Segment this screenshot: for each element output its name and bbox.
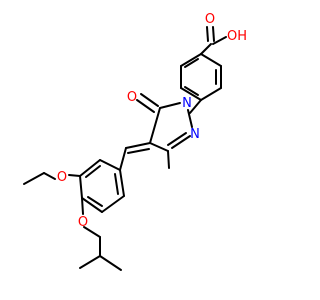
carbonyl-oxygen-label: O [127, 90, 137, 105]
isobutoxy-group [79, 197, 122, 271]
bond [119, 169, 125, 197]
ethoxy-oxygen-label: O [57, 170, 67, 185]
isobutoxy-oxygen-label: O [78, 215, 88, 230]
bond [200, 87, 222, 101]
pyrazole-n2-label: N [190, 127, 200, 142]
molecule-canvas: O OH O N N O O [23, 12, 247, 271]
acid-hydroxyl-label: OH [227, 29, 247, 44]
bond [180, 87, 202, 101]
bond-ch-ring [119, 147, 127, 171]
bond-c4-c3 [149, 142, 169, 152]
bond-c3-methyl [167, 150, 170, 169]
bond [99, 159, 121, 171]
bond-c5-c4 [149, 107, 161, 144]
acid-oxygen-label: O [205, 12, 215, 27]
bond-c5-o-a [140, 93, 159, 107]
bond-o-ch2 [83, 226, 101, 238]
bond-aromatic-inner [184, 58, 199, 68]
bond-ch-ch3-b [99, 255, 122, 271]
methylidene-bridge [119, 142, 151, 171]
bond-c3-n2-a [171, 135, 191, 149]
structural-formula: O OH O N N O O [23, 12, 247, 271]
bond-c-oh [212, 36, 227, 45]
bond-aromatic-inner [184, 86, 199, 96]
bond [101, 195, 125, 213]
pyrazolone-ring [136, 93, 193, 169]
bond-ch-ch3-a [79, 255, 101, 269]
bond-aromatic-inner [114, 173, 119, 195]
bond [79, 175, 83, 199]
ethoxy-group [23, 172, 81, 185]
bond-cooh-c-ring [200, 43, 212, 55]
bond-c5-o-b [136, 99, 155, 113]
bond-c3-n2-b [167, 132, 187, 146]
bond-n1-c5 [159, 102, 181, 109]
bond-ring-o-isobutoxy [81, 197, 84, 215]
bond [79, 159, 101, 177]
alkoxy-benzene-ring [79, 159, 125, 213]
bond [180, 53, 202, 67]
benzoic-ring [180, 53, 222, 114]
bond-aromatic-inner [85, 165, 101, 178]
carboxylic-acid-group [200, 26, 227, 55]
bond-ch2-ch3 [23, 172, 45, 185]
bond-c-o-double-a [206, 26, 209, 42]
bond-c-o-double-b [212, 26, 215, 42]
pyrazole-n1-label: N [182, 96, 192, 111]
bond-ring-o-ethoxy [68, 174, 81, 177]
bond-aromatic-inner [87, 196, 103, 207]
bond-o-ch2 [43, 172, 56, 180]
bond-n2-n1 [187, 109, 193, 128]
atom-labels: O OH O N N O O [57, 12, 247, 230]
bond-exocyclic-double-b [127, 148, 150, 154]
bond-exocyclic-double-a [125, 142, 151, 149]
bond-ring-to-n [189, 99, 202, 114]
bond [81, 197, 103, 213]
bond [200, 53, 222, 67]
